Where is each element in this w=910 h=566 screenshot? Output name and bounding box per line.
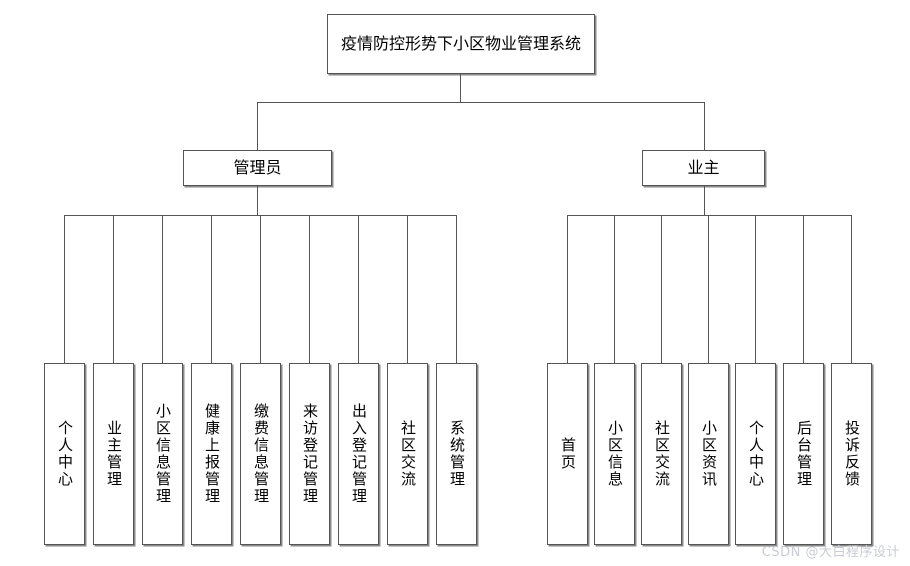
node-system-root-label: 疫情防控形势下小区物业管理系统 bbox=[340, 33, 581, 53]
connector-root-to-owner bbox=[704, 102, 705, 150]
node-owner-leaf-community-info[interactable]: 小区信息 bbox=[594, 363, 635, 545]
node-admin-leaf-label: 业主管理 bbox=[105, 420, 123, 488]
node-owner-leaf-personal-center[interactable]: 个人中心 bbox=[735, 363, 776, 545]
node-admin-leaf-label: 小区信息管理 bbox=[154, 403, 172, 505]
connector-admin-leaf-1 bbox=[113, 215, 114, 363]
node-owner-leaf-label: 投诉反馈 bbox=[843, 420, 861, 488]
connector-owner-leaf-0 bbox=[567, 215, 568, 363]
node-admin-leaf-access-registration-management[interactable]: 出入登记管理 bbox=[338, 363, 379, 545]
node-admin-leaf-community-info-management[interactable]: 小区信息管理 bbox=[142, 363, 183, 545]
connector-admin-leaf-6 bbox=[358, 215, 359, 363]
connector-admin-leaf-3 bbox=[211, 215, 212, 363]
node-owner-leaf-backend-management[interactable]: 后台管理 bbox=[783, 363, 824, 545]
node-owner-leaf-home[interactable]: 首页 bbox=[547, 363, 588, 545]
connector-root-bus bbox=[257, 102, 705, 103]
node-admin-leaf-visitor-registration-management[interactable]: 来访登记管理 bbox=[289, 363, 330, 545]
node-admin-leaf-payment-info-management[interactable]: 缴费信息管理 bbox=[240, 363, 281, 545]
node-admin-leaf-label: 出入登记管理 bbox=[350, 403, 368, 505]
connector-admin-leaf-2 bbox=[162, 215, 163, 363]
connector-admin-stem bbox=[257, 186, 258, 215]
connector-admin-leaf-0 bbox=[64, 215, 65, 363]
node-admin-leaf-owner-management[interactable]: 业主管理 bbox=[93, 363, 134, 545]
node-owner[interactable]: 业主 bbox=[642, 150, 765, 186]
connector-owner-stem bbox=[704, 186, 705, 215]
connector-admin-leaf-4 bbox=[260, 215, 261, 363]
connector-root-stem bbox=[460, 74, 461, 102]
node-owner-leaf-label: 社区交流 bbox=[653, 420, 671, 488]
node-admin-leaf-health-report-management[interactable]: 健康上报管理 bbox=[191, 363, 232, 545]
connector-root-to-admin bbox=[257, 102, 258, 150]
node-owner-leaf-label: 小区资讯 bbox=[700, 420, 718, 488]
node-owner-leaf-community-exchange[interactable]: 社区交流 bbox=[641, 363, 682, 545]
node-admin-leaf-label: 社区交流 bbox=[399, 420, 417, 488]
node-admin-leaf-label: 缴费信息管理 bbox=[252, 403, 270, 505]
watermark: CSDN @大白程序设计 bbox=[761, 545, 900, 560]
node-system-root[interactable]: 疫情防控形势下小区物业管理系统 bbox=[327, 14, 595, 74]
connector-owner-leaf-4 bbox=[755, 215, 756, 363]
connector-admin-leaf-5 bbox=[309, 215, 310, 363]
connector-owner-bus bbox=[567, 215, 852, 216]
connector-admin-leaf-7 bbox=[407, 215, 408, 363]
node-admin-leaf-label: 系统管理 bbox=[448, 420, 466, 488]
node-admin-leaf-label: 来访登记管理 bbox=[301, 403, 319, 505]
connector-admin-leaf-8 bbox=[456, 215, 457, 363]
node-owner-label: 业主 bbox=[687, 157, 720, 177]
node-admin-leaf-community-exchange[interactable]: 社区交流 bbox=[387, 363, 428, 545]
connector-owner-leaf-5 bbox=[803, 215, 804, 363]
node-owner-leaf-label: 后台管理 bbox=[795, 420, 813, 488]
node-admin-leaf-label: 个人中心 bbox=[56, 420, 74, 488]
node-admin[interactable]: 管理员 bbox=[183, 150, 332, 186]
connector-owner-leaf-1 bbox=[614, 215, 615, 363]
node-admin-leaf-personal-center[interactable]: 个人中心 bbox=[44, 363, 85, 545]
connector-owner-leaf-3 bbox=[708, 215, 709, 363]
connector-owner-leaf-2 bbox=[661, 215, 662, 363]
node-owner-leaf-complaint-feedback[interactable]: 投诉反馈 bbox=[831, 363, 872, 545]
node-admin-leaf-system-management[interactable]: 系统管理 bbox=[436, 363, 477, 545]
node-admin-leaf-label: 健康上报管理 bbox=[203, 403, 221, 505]
node-owner-leaf-label: 首页 bbox=[559, 437, 577, 471]
connector-owner-leaf-6 bbox=[851, 215, 852, 363]
node-admin-label: 管理员 bbox=[233, 157, 282, 177]
node-owner-leaf-label: 个人中心 bbox=[747, 420, 765, 488]
node-owner-leaf-label: 小区信息 bbox=[606, 420, 624, 488]
node-owner-leaf-community-news[interactable]: 小区资讯 bbox=[688, 363, 729, 545]
